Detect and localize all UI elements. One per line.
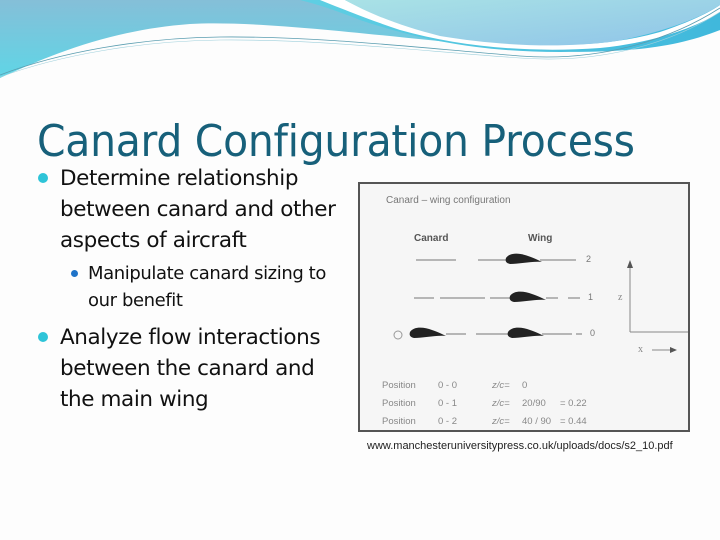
position-label: Position — [382, 397, 416, 409]
x-axis-arrow-icon — [670, 347, 677, 353]
bullet-text: Determine relationship between canard an… — [60, 166, 336, 253]
position-label: Position — [382, 379, 416, 391]
position-row: Position 0 - 2 z/c= 40 / 90 = 0.44 — [382, 412, 620, 430]
origin-marker-icon — [393, 330, 403, 340]
wing-column-label: Wing — [528, 233, 553, 244]
zc-label: z/c= — [492, 379, 510, 391]
sub-bullet-item: Manipulate canard sizing to our benefit — [38, 260, 348, 314]
zc-fraction: 20/90 — [522, 397, 546, 409]
zc-fraction: 40 / 90 — [522, 415, 552, 427]
zc-label: z/c= — [492, 415, 510, 427]
zc-fraction: 0 — [522, 379, 528, 391]
position-row: Position 0 - 1 z/c= 20/90 = 0.22 — [382, 394, 620, 412]
z-axis-arrow-icon — [627, 260, 633, 268]
bullet-item: Determine relationship between canard an… — [38, 163, 348, 256]
x-axis-label: x — [638, 344, 643, 355]
position-code: 0 - 0 — [438, 379, 458, 391]
zc-result: = 0.44 — [560, 415, 587, 427]
position-row: Position 0 - 0 z/c= 0 — [382, 376, 620, 394]
svg-text:0: 0 — [590, 328, 595, 338]
canard-column-label: Canard — [414, 233, 449, 244]
configuration-sketch: 2 1 0 — [393, 253, 688, 353]
sub-bullet-dot-icon — [71, 270, 78, 277]
position-code: 0 - 2 — [438, 415, 458, 427]
svg-text:2: 2 — [586, 254, 591, 264]
source-url: www.manchesteruniversitypress.co.uk/uplo… — [367, 440, 673, 452]
bullet-text: Analyze flow interactions between the ca… — [60, 325, 321, 412]
figure-title: Canard – wing configuration — [386, 195, 511, 206]
position-label: Position — [382, 415, 416, 427]
bullet-list: Determine relationship between canard an… — [38, 163, 348, 419]
bullet-dot-icon — [38, 332, 48, 342]
zc-result: = 0.22 — [560, 397, 587, 409]
svg-text:1: 1 — [588, 292, 593, 302]
sub-bullet-text: Manipulate canard sizing to our benefit — [88, 263, 326, 311]
position-table: Position 0 - 0 z/c= 0 Position 0 - 1 z/c… — [382, 376, 620, 430]
position-code: 0 - 1 — [438, 397, 458, 409]
zc-label: z/c= — [492, 397, 510, 409]
canard-wing-diagram: Canard – wing configuration Canard Wing — [358, 182, 690, 432]
bullet-item: Analyze flow interactions between the ca… — [38, 322, 348, 415]
slide-title: Canard Configuration Process — [37, 116, 635, 168]
bullet-dot-icon — [38, 173, 48, 183]
z-axis-label: z — [618, 292, 623, 303]
header-wave-decoration — [0, 0, 720, 78]
